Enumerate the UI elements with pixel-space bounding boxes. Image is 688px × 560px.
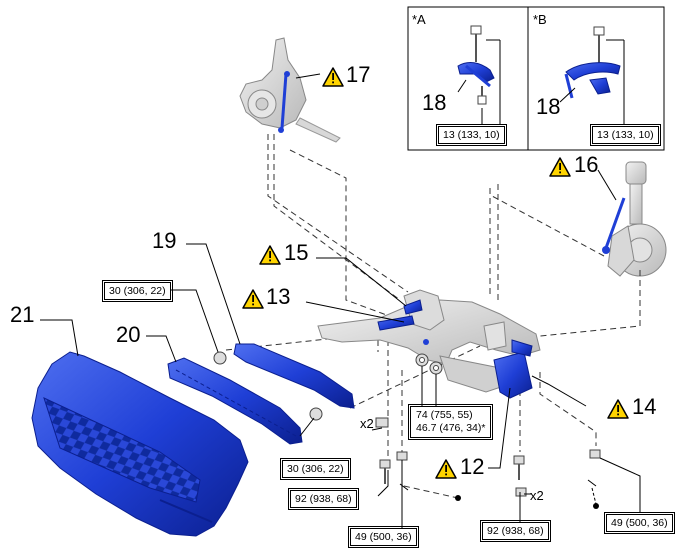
callout-17: 17 [346,62,371,87]
callout-14: 14 [632,394,657,419]
torque-92-left: 92 (938, 68) [288,488,359,510]
right-knuckle-assembly [602,161,667,277]
torque-30-lower: 30 (306, 22) [280,458,351,480]
inset-b-label: *B [533,12,547,27]
callout-21: 21 [10,302,35,327]
dashed-leader-lines [225,134,641,499]
torque-92-right: 92 (938, 68) [480,520,551,542]
torque-74-line2: 46.7 (476, 34)* [416,422,486,434]
callout-16: 16 [574,152,599,177]
inset-a-part-number: 18 [422,90,447,115]
warning-icon-12 [435,459,457,479]
torque-30-upper: 30 (306, 22) [102,280,173,302]
torque-74-box: 74 (755, 55) 46.7 (476, 34)* [407,404,494,440]
torque-49-right: 49 (500, 36) [604,512,675,534]
bumper-reinforcement [233,343,355,409]
inset-b-stabilizer-link [559,26,625,124]
bolts [375,417,601,509]
inset-b-part-number: 18 [536,94,561,119]
callout-12: 12 [460,454,485,479]
warning-icon-13 [242,289,264,309]
crossmember-blue-parts [377,299,533,399]
warning-icon-15 [259,245,281,265]
front-bumper-cover [31,351,249,537]
warning-icon-17 [322,67,344,87]
multiplier-right: x2 [530,488,544,503]
nuts-74 [415,353,443,406]
retainer-nuts [213,351,323,421]
torque-49-left: 49 (500, 36) [348,526,419,548]
torque-74-line1: 74 (755, 55) [416,409,473,421]
inset-a-stabilizer-link [457,25,501,124]
inset-b-torque: 13 (133, 10) [590,124,661,146]
warning-icon-16 [549,157,571,177]
callout-19: 19 [152,228,177,253]
multiplier-left: x2 [360,416,374,431]
energy-absorber [167,357,303,445]
left-knuckle-assembly [239,37,341,143]
warning-icon-14 [607,399,629,419]
callout-leaders [40,73,641,528]
callout-15: 15 [284,240,309,265]
inset-a-torque: 13 (133, 10) [436,124,507,146]
callout-13: 13 [266,284,291,309]
suspension-crossmember [317,289,541,393]
callout-20: 20 [116,322,141,347]
inset-a-label: *A [412,12,426,27]
